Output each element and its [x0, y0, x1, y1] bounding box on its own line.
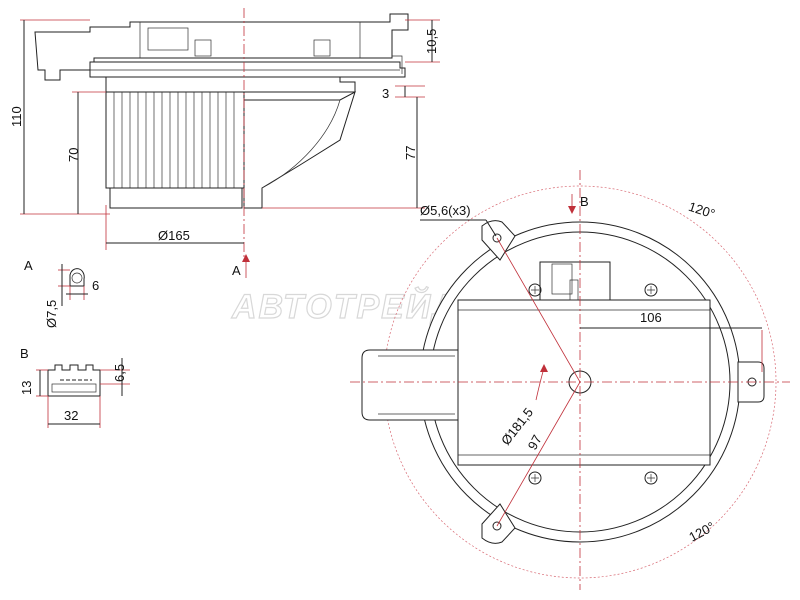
dim-conn-inner: 6,5: [112, 364, 127, 382]
side-view-dimensions: 10,5 3 77 110 70 Ø165 A: [9, 19, 440, 278]
side-view: [34, 8, 409, 262]
dim-conn-width: 32: [64, 408, 78, 423]
arrow-a-label: A: [232, 263, 241, 278]
dim-top-height: 10,5: [424, 29, 439, 54]
detail-b: B 13 6,5 32: [19, 346, 130, 428]
screw-top-left: [528, 283, 542, 297]
view-a-label: A: [24, 258, 33, 273]
arrow-b-label: B: [580, 194, 589, 209]
view-b-label: B: [20, 346, 29, 361]
fan-blades: [113, 92, 235, 188]
dim-angle-top: 120°: [687, 199, 717, 222]
dim-gap: 3: [382, 86, 389, 101]
dim-conn-height: 13: [19, 381, 34, 395]
dim-overall-height: 110: [9, 106, 24, 127]
dim-offset-106: 106: [640, 310, 662, 325]
dim-radius-97: 97: [525, 432, 545, 452]
dim-fan-diameter: Ø165: [158, 228, 190, 243]
screw-bottom-left: [528, 471, 542, 485]
dim-height-77: 77: [403, 146, 418, 160]
bottom-view: [350, 170, 790, 590]
screw-top-right: [644, 283, 658, 297]
dim-angle-bottom: 120°: [686, 519, 717, 545]
dim-pin-diameter: Ø7,5: [44, 300, 59, 328]
dim-hole: Ø5,6(x3): [420, 203, 471, 218]
screw-bottom-right: [644, 471, 658, 485]
dim-fan-height: 70: [66, 148, 81, 162]
detail-a: A Ø7,5 6: [24, 258, 99, 328]
dim-pin-width: 6: [92, 278, 99, 293]
watermark: АВТОТРЕЙД: [231, 287, 459, 326]
